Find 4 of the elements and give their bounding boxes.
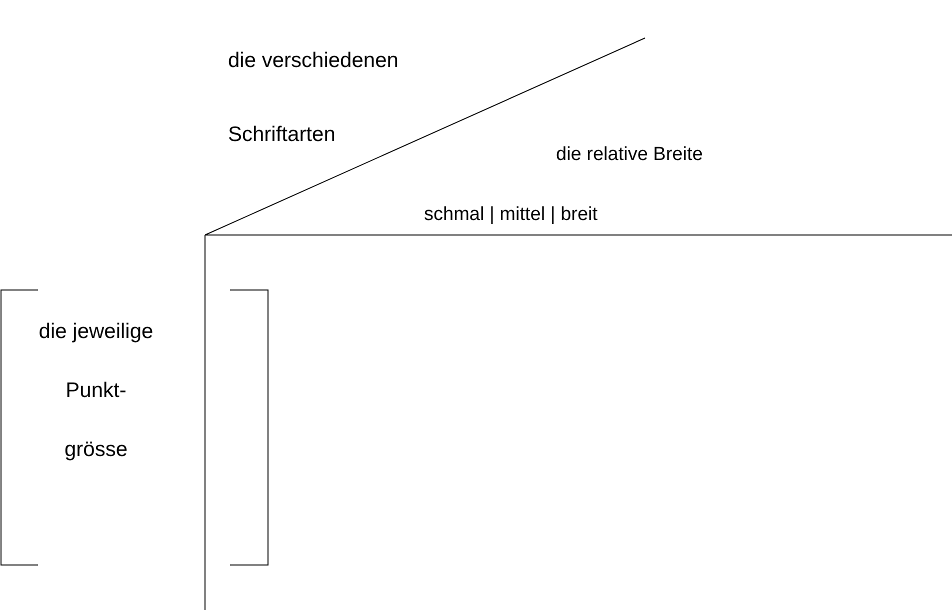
axis-label: die relative Breite [556, 143, 704, 167]
axis-label: die jeweilige Punkt- grösse [38, 319, 154, 463]
scale-label: schmal | mittel | breit [424, 203, 599, 227]
axis-label: die verschiedenen Schriftarten [228, 48, 400, 148]
